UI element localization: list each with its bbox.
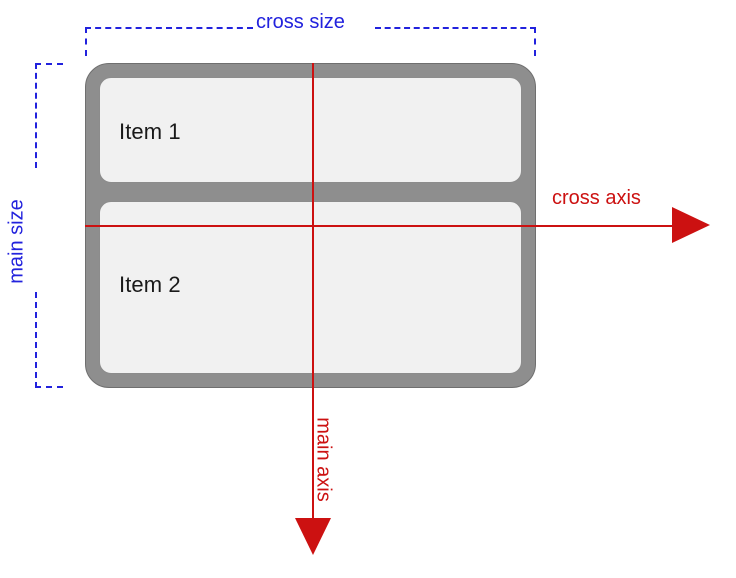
main-axis-line <box>312 63 314 521</box>
flex-container: Item 1 Item 2 <box>85 63 536 388</box>
cross-size-bracket-right-tick <box>534 27 536 56</box>
main-size-bracket-top-tick <box>35 63 37 168</box>
cross-axis-label: cross axis <box>552 187 641 209</box>
flex-item-1-label: Item 1 <box>119 119 181 144</box>
cross-size-label: cross size <box>256 11 345 33</box>
flex-item-2-label: Item 2 <box>119 271 181 297</box>
cross-axis-line <box>85 225 675 227</box>
cross-size-bracket-left-segment <box>85 27 253 29</box>
cross-size-bracket-right-segment <box>375 27 536 29</box>
flex-item-1: Item 1 <box>99 77 522 183</box>
main-size-bracket-top-segment <box>35 63 63 65</box>
main-axis-arrow-icon <box>295 518 331 555</box>
main-axis-label: main axis <box>312 417 335 502</box>
main-size-bracket-bottom-tick <box>35 292 37 388</box>
main-size-label: main size <box>5 199 28 284</box>
flex-item-2: Item 2 <box>99 201 522 374</box>
cross-size-bracket-left-tick <box>85 27 87 56</box>
main-size-bracket-bottom-segment <box>35 386 63 388</box>
cross-axis-arrow-icon <box>672 207 710 243</box>
